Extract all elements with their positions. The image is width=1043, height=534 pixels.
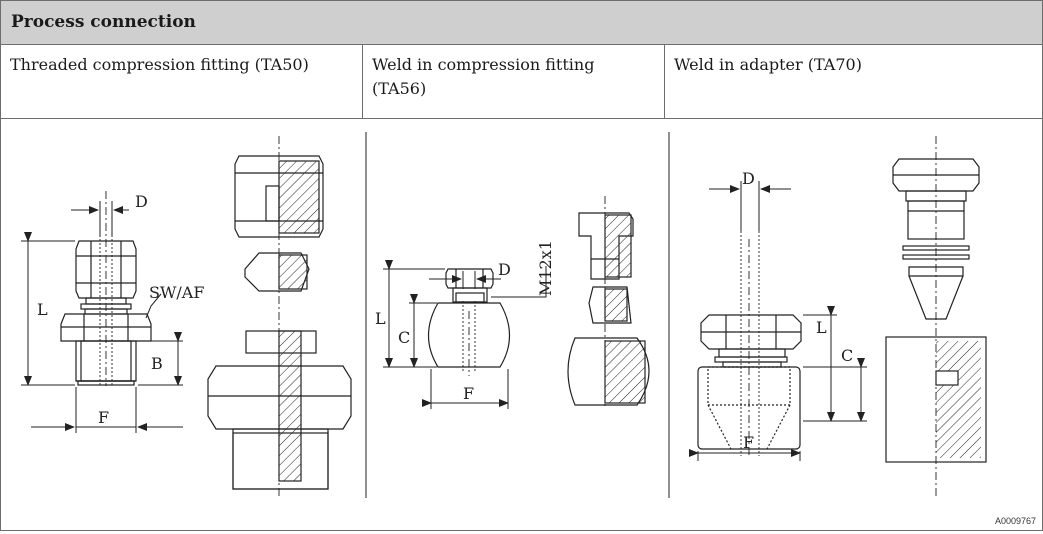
column-label-ta70: Weld in adapter (TA70)	[674, 55, 862, 74]
ta50-label-swaf: SW/AF	[149, 283, 204, 302]
ta56-dimensions	[383, 260, 547, 409]
ta70-label-l: L	[816, 318, 827, 337]
ta70-label-f: F	[743, 433, 754, 452]
ta70-label-c: C	[841, 346, 853, 365]
ta56-exploded-parts	[567, 196, 650, 406]
figure-id: A0009767	[994, 516, 1036, 526]
column-header-ta70: Weld in adapter (TA70)	[665, 45, 1042, 119]
ta50-label-l: L	[37, 300, 48, 319]
ta56-label-l: L	[375, 309, 386, 328]
technical-drawing: D SW/AF L B F D M12x1 L C F D L C F A000…	[1, 119, 1042, 530]
table-header: Process connection	[1, 1, 1042, 45]
column-header-ta50: Threaded compression fitting (TA50)	[1, 45, 362, 119]
column-divider	[664, 45, 665, 119]
ta70-dimensions	[689, 181, 867, 461]
ta56-label-f: F	[463, 384, 474, 403]
ta56-label-m12x1: M12x1	[536, 240, 555, 296]
table-title: Process connection	[11, 12, 196, 32]
column-divider	[362, 45, 363, 119]
column-header-ta56: Weld in compression fitting (TA56)	[363, 45, 664, 119]
ta50-assembled-fitting	[60, 191, 152, 386]
ta50-label-b: B	[151, 354, 163, 373]
ta56-label-c: C	[398, 328, 410, 347]
ta50-label-f: F	[98, 408, 109, 427]
column-label-ta50: Threaded compression fitting (TA50)	[10, 55, 309, 74]
ta56-label-d: D	[498, 260, 511, 279]
ta70-assembled-fitting	[697, 231, 802, 456]
ta70-label-d: D	[742, 169, 755, 188]
ta70-exploded-parts	[885, 136, 987, 498]
ta50-exploded-parts	[207, 136, 352, 498]
dimension-drawing-svg: D SW/AF L B F D M12x1 L C F D L C F	[21, 132, 987, 498]
ta50-dimensions	[21, 201, 183, 433]
column-label-ta56: Weld in compression fitting (TA56)	[372, 55, 595, 98]
ta50-label-d: D	[135, 192, 148, 211]
ta56-assembled-fitting	[428, 268, 510, 376]
